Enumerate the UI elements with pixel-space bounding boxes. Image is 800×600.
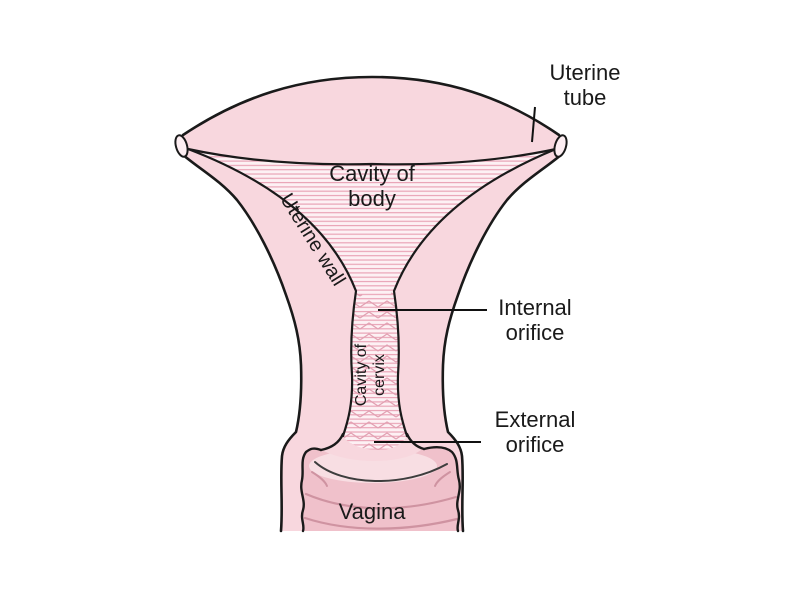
label-cavity-of-cervix: Cavity of cervix [353,343,388,407]
label-external-orifice: External orifice [494,407,576,457]
fundus-outline [181,75,561,137]
vagina-inner-wall-left [300,447,323,533]
label-internal-orifice: Internal orifice [498,295,572,345]
cervical-canal-hatching [343,291,407,450]
label-uterine-tube: Uterine tube [549,60,621,110]
cavity-edge-right [392,147,558,438]
uterine-tube-opening-right [553,134,568,158]
rugae-tick-right [434,471,451,487]
portio-flare-left [319,432,345,452]
vaginal-vault-line [314,461,448,483]
vault-glow [309,449,437,483]
uterine-wall-outline-left [180,152,303,533]
rugae-fold-1 [304,492,458,510]
cavity-roof-line [186,147,558,166]
cavity-edge-left [186,147,358,438]
rugae-fold-2 [303,516,459,530]
leader-uterine-tube [531,106,536,143]
label-vagina: Vagina [338,499,406,524]
rugae-tick-left [311,471,328,487]
uterine-wall-outline-right [441,152,564,533]
uterine-tube-opening-left [174,134,189,158]
label-cavity-of-body: Cavity of body [329,161,415,211]
vagina-inner-wall-right [422,446,461,533]
